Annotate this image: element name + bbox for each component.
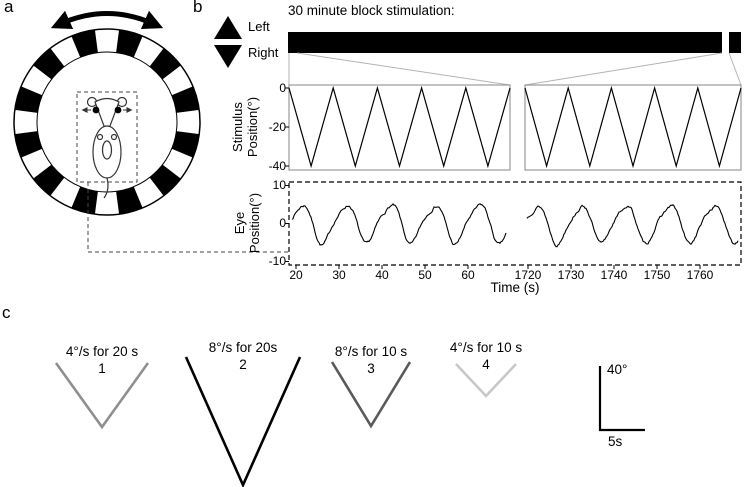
eye-ytick-0: 0 xyxy=(279,216,286,230)
mouse-right-eye xyxy=(114,106,122,114)
eye-ytick-10: 10 xyxy=(272,178,286,192)
stimulus2-label: 8°/s for 20s xyxy=(208,340,278,355)
stimulus-plot-late-wave xyxy=(524,85,742,169)
mouse-body-detail xyxy=(101,140,113,160)
panel-a-label: a xyxy=(4,0,14,16)
stimulus2-number: 2 xyxy=(239,357,247,372)
drum-stripe xyxy=(116,186,143,215)
time-axis-label: Time (s) xyxy=(490,280,540,295)
scale-horizontal-label: 5s xyxy=(608,434,623,449)
velocity-stimulus-v-3 xyxy=(330,361,412,429)
time-tick-60: 60 xyxy=(461,268,475,282)
drum-stripe xyxy=(116,29,143,58)
left-direction-triangle-icon xyxy=(214,16,242,39)
drum-stripe xyxy=(14,131,43,158)
scale-bar xyxy=(598,366,645,432)
drum-stripe xyxy=(14,86,43,113)
drum-stripe xyxy=(171,86,200,113)
eye-recording-connector-dashed xyxy=(87,182,289,253)
block-stimulation-title: 30 minute block stimulation: xyxy=(288,3,455,18)
zoom-guide-line xyxy=(524,52,723,86)
stimulus3-label: 8°/s for 10 s xyxy=(334,344,408,359)
stimulus-plot-late-frame xyxy=(524,84,742,171)
time-tick-30: 30 xyxy=(332,268,346,282)
mouse-schematic xyxy=(81,96,133,199)
zoom-guide-line xyxy=(296,52,511,86)
panel-c-label: c xyxy=(2,303,11,322)
stimulus3-number: 3 xyxy=(367,361,375,376)
time-tick-1740: 1740 xyxy=(600,268,628,282)
drum-stripe xyxy=(33,164,65,196)
right-direction-label: Right xyxy=(248,45,279,60)
mouse-body-detail xyxy=(96,133,104,141)
stimulus1-number: 1 xyxy=(98,361,106,376)
time-tick-1760: 1760 xyxy=(686,268,714,282)
stimulation-block-bar xyxy=(288,32,741,53)
stimulus1-label: 4°/s for 20 s xyxy=(65,344,139,359)
time-tick-1730: 1730 xyxy=(557,268,585,282)
velocity-stimulus-v-1 xyxy=(54,362,150,430)
time-tick-50: 50 xyxy=(418,268,432,282)
eye-trace-late xyxy=(526,204,739,248)
mouse-body-detail xyxy=(110,133,118,141)
drum-stripe xyxy=(33,48,65,80)
stim-ytick-0: 0 xyxy=(279,81,286,95)
eye-ytick-m10: -10 xyxy=(268,254,286,268)
panel-b-label: b xyxy=(193,0,203,16)
eye-plot-frame xyxy=(288,181,742,266)
drum-rotation-arrow-icon xyxy=(50,10,164,30)
head-fixation-dashed-outline xyxy=(76,91,138,183)
eye-trace-early xyxy=(291,203,507,246)
stimulus-plot-early-wave xyxy=(288,85,511,169)
time-tick-1750: 1750 xyxy=(643,268,671,282)
stimulus-plot-early-frame xyxy=(288,84,511,171)
stimulation-bar-window-gap xyxy=(722,32,729,53)
zoom-guide-line xyxy=(728,52,742,86)
drum-stripe xyxy=(71,29,98,58)
time-tick-1720: 1720 xyxy=(514,268,542,282)
drum-stripe xyxy=(171,131,200,158)
stim-ytick-m40: -40 xyxy=(268,159,286,173)
time-tick-40: 40 xyxy=(375,268,389,282)
velocity-stimulus-v-4 xyxy=(455,363,517,398)
eye-ylabel-line1: Eye xyxy=(232,211,247,235)
mouse-left-eye xyxy=(92,106,100,114)
eye-ylabel: Eye Position(°) xyxy=(232,163,262,283)
drum-stripe xyxy=(149,164,181,196)
drum-stripe xyxy=(71,186,98,215)
left-direction-label: Left xyxy=(248,19,270,34)
stim-ytick-m20: -20 xyxy=(268,120,286,134)
mouse-body xyxy=(92,125,122,179)
velocity-stimulus-v-2 xyxy=(184,356,302,487)
mouse-tail xyxy=(103,177,109,199)
scale-vertical-label: 40° xyxy=(607,362,628,377)
stimulus4-label: 4°/s for 10 s xyxy=(449,340,523,355)
time-tick-20: 20 xyxy=(289,268,303,282)
right-direction-triangle-icon xyxy=(214,45,242,68)
stimulus4-number: 4 xyxy=(482,357,490,372)
drum-stripe xyxy=(149,48,181,80)
